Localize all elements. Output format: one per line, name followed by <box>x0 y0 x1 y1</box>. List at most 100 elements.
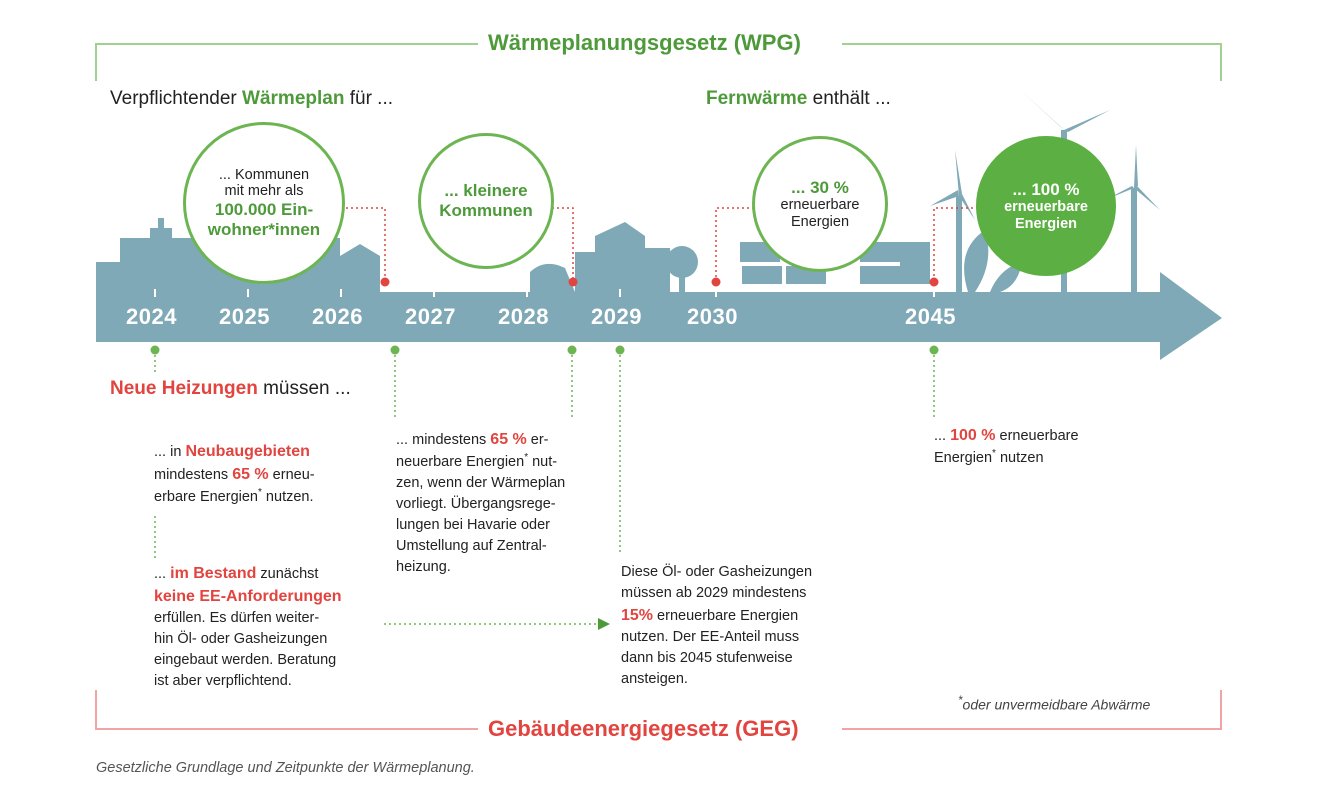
circle-100-prozent-line1: erneuerbare <box>1004 199 1088 216</box>
text-bestand: ... im Bestand zunächst keine EE-Anforde… <box>154 562 394 692</box>
m65-p9: heizung. <box>396 559 451 576</box>
neubau-p1: ... in <box>154 444 186 460</box>
bestand-r1: im Bestand <box>170 565 257 582</box>
m65-p2: er- <box>526 432 549 448</box>
footnote-star: * <box>958 694 963 707</box>
circle-grossstaedte-bold1: 100.000 Ein- <box>214 200 314 220</box>
circle-grossstaedte-bold2: wohner*innen <box>207 219 321 239</box>
circle-30-prozent: ... 30 % erneuerbare Energien <box>752 136 888 272</box>
geg-frame-bottom-right <box>842 728 1222 730</box>
circle-100-prozent-bold: ... 100 % <box>1012 179 1080 199</box>
waermeplan-heading-highlight: Wärmeplan <box>242 88 345 109</box>
neue-heizungen-heading: Neue Heizungen müssen ... <box>110 378 351 400</box>
bestand-p4: hin Öl- oder Gasheizungen <box>154 631 328 648</box>
m65-p3: neuerbare Energien <box>396 454 525 471</box>
gate-building <box>120 238 200 292</box>
m65-p7: lungen bei Havarie oder <box>396 517 550 534</box>
m65-r1: 65 % <box>490 431 527 448</box>
oelgas-p2: müssen ab 2029 mindestens <box>621 585 807 602</box>
timeline-ticks <box>154 289 935 297</box>
wpg-frame-left <box>95 43 97 81</box>
m65-p8: Umstellung auf Zentral- <box>396 538 547 555</box>
text-100-prozent: ... 100 % erneuerbare Energien* nutzen <box>934 424 1154 469</box>
oelgas-p6: ansteigen. <box>621 671 688 688</box>
neubau-p3: erneu- <box>268 467 315 484</box>
timeline-arrow <box>96 272 1222 360</box>
waermeplan-heading-pre: Verpflichtender <box>110 88 243 109</box>
neue-heizungen-post: müssen ... <box>257 378 351 399</box>
footnote: *oder unvermeidbare Abwärme <box>958 694 1150 713</box>
oelgas-r1: 15% <box>621 607 654 625</box>
wpg-frame-right <box>1220 43 1222 81</box>
neubau-p5: nutzen. <box>261 489 314 506</box>
oelgas-p3: erneuerbare Energien <box>653 608 799 625</box>
m65-star: * <box>524 452 529 464</box>
geg-frame-bottom-left <box>95 728 485 730</box>
bestand-p3: erfüllen. Es dürfen weiter- <box>154 610 320 627</box>
hundert-star: * <box>992 448 996 460</box>
geg-title: Gebäudeenergiegesetz (GEG) <box>478 716 809 742</box>
circle-kleinere-kommunen: ... kleinere Kommunen <box>418 133 554 269</box>
circle-100-prozent: ... 100 % erneuerbare Energien <box>976 136 1116 276</box>
bestand-p2: zunächst <box>256 566 319 582</box>
bestand-p5: eingebaut werden. Beratung <box>154 652 337 669</box>
neubau-star: * <box>258 487 262 499</box>
wpg-frame-top-left <box>95 43 485 45</box>
circle-30-prozent-line1: erneuerbare <box>780 197 860 214</box>
year-label: 2029 <box>591 304 642 329</box>
text-neubaugebiete: ... in Neubaugebieten mindestens 65 % er… <box>154 440 384 508</box>
wpg-connectors <box>346 207 978 282</box>
neue-heizungen-highlight: Neue Heizungen <box>110 378 258 399</box>
neubau-r1: Neubaugebieten <box>185 443 310 460</box>
bestand-arrowhead <box>598 618 610 630</box>
m65-p1: ... mindestens <box>396 432 491 448</box>
year-label: 2025 <box>219 304 270 329</box>
bestand-p1: ... <box>154 566 171 582</box>
text-oel-gasheizungen: Diese Öl- oder Gasheizungen müssen ab 20… <box>621 562 861 690</box>
circle-kleinere-kommunen-bold2: Kommunen <box>439 201 533 220</box>
hundert-p1: ... <box>934 428 951 444</box>
hundert-p4: nutzen <box>995 450 1044 467</box>
geg-frame-left <box>95 690 97 730</box>
neubau-p4: erbare Energien <box>154 489 258 506</box>
circle-grossstaedte: ... Kommunen mit mehr als 100.000 Ein- w… <box>183 122 345 284</box>
m65-p5: zen, wenn der Wärmeplan <box>396 475 566 492</box>
bestand-p6: ist aber verpflichtend. <box>154 673 292 690</box>
year-label: 2026 <box>312 304 363 329</box>
oelgas-p1: Diese Öl- oder Gasheizungen <box>621 564 813 580</box>
hundert-p2: erneuerbare <box>995 428 1079 444</box>
oelgas-p5: dann bis 2045 stufenweise <box>621 650 793 667</box>
year-label: 2030 <box>687 304 738 329</box>
turbine-tower-1 <box>956 196 962 292</box>
hundert-p3: Energien <box>934 450 993 467</box>
circle-grossstaedte-line1: ... Kommunen <box>218 166 310 183</box>
year-label: 2024 <box>126 304 177 329</box>
year-label: 2045 <box>905 304 956 329</box>
m65-p4: nut- <box>528 454 558 471</box>
geg-connector-dots <box>150 345 939 355</box>
geg-connectors <box>154 350 935 625</box>
circle-grossstaedte-line2: mit mehr als <box>224 183 304 200</box>
text-mindestens-65: ... mindestens 65 % er- neuerbare Energi… <box>396 428 616 578</box>
circle-30-prozent-line2: Energien <box>790 213 850 230</box>
waermeplan-heading-post: für ... <box>344 88 394 109</box>
turbine-tower-3 <box>1131 188 1137 292</box>
m65-p6: vorliegt. Übergangsrege- <box>396 496 556 513</box>
figure-caption: Gesetzliche Grundlage und Zeitpunkte der… <box>96 760 475 776</box>
wpg-connector-dots <box>380 277 939 287</box>
neubau-r2: 65 % <box>232 466 269 484</box>
year-label: 2028 <box>498 304 549 329</box>
circle-kleinere-kommunen-bold1: ... kleinere <box>444 181 528 201</box>
oelgas-p4: nutzen. Der EE-Anteil muss <box>621 629 800 646</box>
year-label: 2027 <box>405 304 456 329</box>
fernwaerme-heading-highlight: Fernwärme <box>706 88 808 109</box>
fernwaerme-heading: Fernwärme enthält ... <box>706 88 891 110</box>
wpg-title: Wärmeplanungsgesetz (WPG) <box>478 30 811 56</box>
neubau-p2: mindestens <box>154 467 233 484</box>
geg-frame-right <box>1220 690 1222 730</box>
circle-100-prozent-line2: Energien <box>1014 215 1078 232</box>
wpg-frame-top-right <box>842 43 1222 45</box>
bestand-r2: keine EE-Anforderungen <box>154 588 342 606</box>
waermeplan-heading: Verpflichtender Wärmeplan für ... <box>110 88 393 110</box>
fernwaerme-heading-post: enthält ... <box>807 88 891 109</box>
